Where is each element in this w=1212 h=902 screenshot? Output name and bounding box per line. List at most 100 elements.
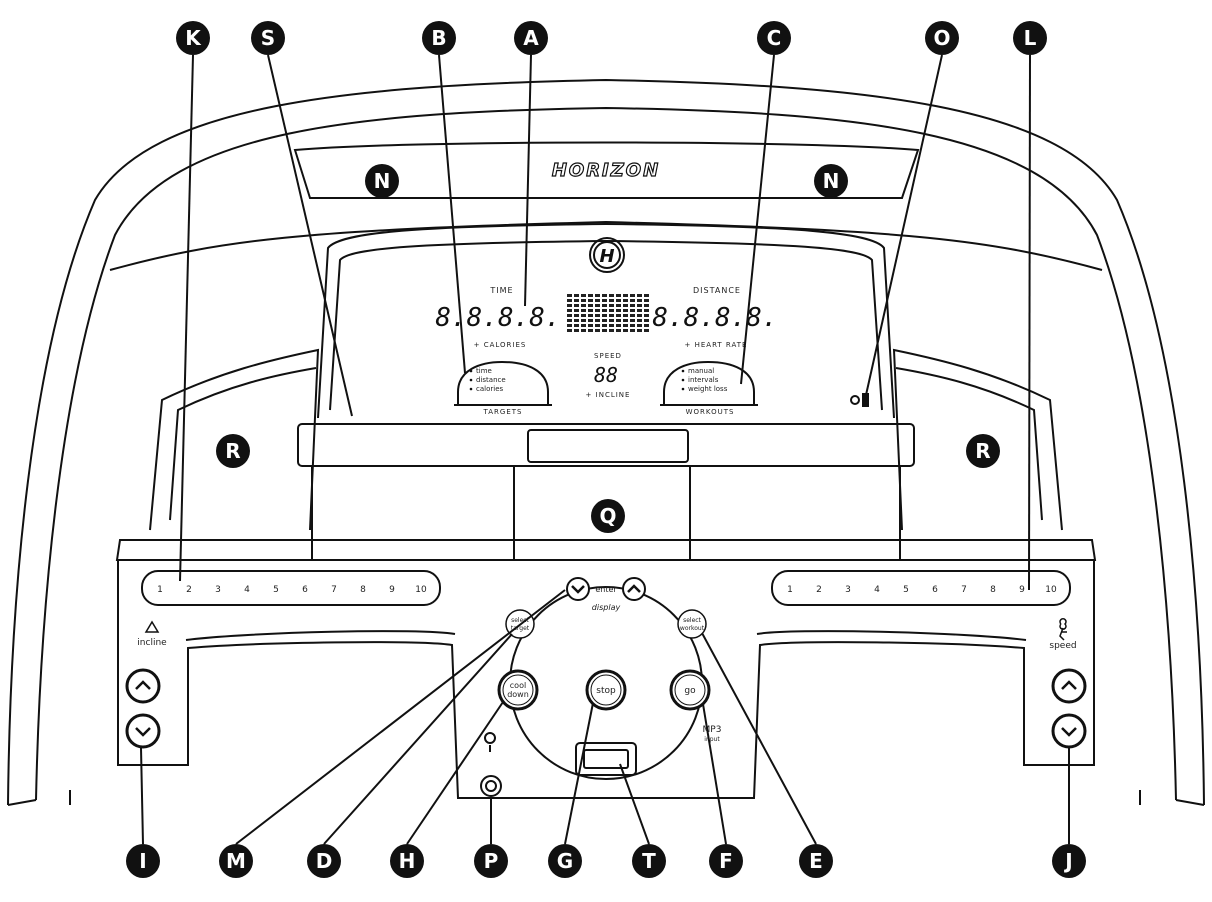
select-workout-button[interactable]: select workout [677,609,707,639]
time-label: TIME [489,286,513,295]
leader-line [524,54,532,307]
matrix-dot [588,329,593,332]
incline-up-button[interactable] [125,668,161,704]
speed-key-8[interactable]: 8 [990,585,996,595]
callout-letter-r: R [225,439,240,463]
matrix-dot [637,309,642,312]
speed-key-5[interactable]: 5 [903,585,909,595]
matrix-dot [630,294,635,297]
matrix-dot [644,299,649,302]
incline-key-6[interactable]: 6 [302,585,308,595]
speed-down-button[interactable] [1051,713,1087,749]
incline-key-7[interactable]: 7 [331,585,337,595]
matrix-dot [623,314,628,317]
matrix-dot [609,309,614,312]
leader-line [140,747,144,845]
speed-key-7[interactable]: 7 [961,585,967,595]
speed-key-6[interactable]: 6 [932,585,938,595]
callout-letter-e: E [809,849,823,873]
matrix-dot [595,294,600,297]
incline-key-10[interactable]: 10 [415,585,427,595]
speed-key-10[interactable]: 10 [1045,585,1057,595]
matrix-dot [595,324,600,327]
matrix-dot [588,319,593,322]
brand-panel [293,141,920,199]
matrix-dot [644,304,649,307]
callout-badge-p [474,844,508,878]
incline-key-9[interactable]: 9 [389,585,395,595]
stop-button[interactable]: stop [585,669,627,711]
matrix-dot [616,324,621,327]
list-item: intervals [688,376,719,384]
callout-badge-n [365,164,399,198]
incline-label: + INCLINE [586,391,631,399]
matrix-dot [588,299,593,302]
leader-line [1028,54,1031,591]
callout-letter-n: N [823,169,840,193]
callout-letter-m: M [226,849,246,873]
callout-badge-s [251,21,285,55]
callout-letter-o: O [933,26,950,50]
speed-key-9[interactable]: 9 [1019,585,1025,595]
matrix-dot [595,299,600,302]
matrix-dot [588,294,593,297]
list-item: time [476,367,492,375]
calories-label: + CALORIES [474,341,527,349]
incline-key-5[interactable]: 5 [273,585,279,595]
callout-badge-a [514,21,548,55]
speed-readout: 88 [594,363,618,387]
speed-key-4[interactable]: 4 [874,585,880,595]
incline-key-4[interactable]: 4 [244,585,250,595]
incline-key-8[interactable]: 8 [360,585,366,595]
callout-letter-t: T [642,849,656,873]
speed-up-button[interactable] [1051,668,1087,704]
callout-letter-p: P [484,849,499,873]
callout-badge-t [632,844,666,878]
callout-badge-q [591,499,625,533]
matrix-dot [581,319,586,322]
enter-down-button[interactable] [566,577,590,601]
matrix-dot [644,309,649,312]
leader-line [740,54,775,385]
matrix-dot [644,294,649,297]
time-readout: 8.8.8.8. [435,303,560,333]
distance-readout: 8.8.8.8. [652,303,777,333]
go-button[interactable]: go [669,669,711,711]
cool-down-button[interactable]: cool down [497,669,539,711]
matrix-dot [616,294,621,297]
matrix-dot [595,314,600,317]
matrix-dot [644,324,649,327]
leader-line [179,54,194,582]
matrix-dot [602,324,607,327]
dot-matrix-display [567,294,649,332]
speed-key-3[interactable]: 3 [845,585,851,595]
mp3-dock [575,742,637,776]
matrix-dot [637,314,642,317]
list-item: calories [476,385,503,393]
select-workout-label-line1: select [683,617,701,624]
incline-key-1[interactable]: 1 [157,585,163,595]
chevron-up-icon [627,584,641,593]
callout-badge-e [799,844,833,878]
speed-key-2[interactable]: 2 [816,585,822,595]
matrix-dot [609,324,614,327]
enter-label: enter [595,585,617,594]
leader-lines [140,54,1070,845]
list-bullet [681,387,685,391]
speed-key-1[interactable]: 1 [787,585,793,595]
matrix-dot [623,319,628,322]
matrix-dot [595,304,600,307]
matrix-dot [574,304,579,307]
incline-key-3[interactable]: 3 [215,585,221,595]
callout-badge-b [422,21,456,55]
matrix-dot [602,304,607,307]
matrix-dot [623,304,628,307]
enter-up-button[interactable] [622,577,646,601]
matrix-dot [637,299,642,302]
matrix-dot [623,294,628,297]
incline-key-2[interactable]: 2 [186,585,192,595]
matrix-dot [581,329,586,332]
callout-badge-r [966,434,1000,468]
incline-down-button[interactable] [125,713,161,749]
callout-badge-h [390,844,424,878]
